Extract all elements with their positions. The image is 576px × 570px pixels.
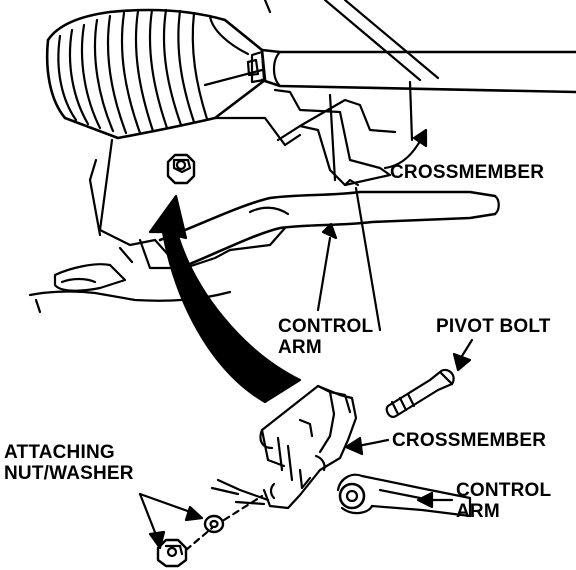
body-structure <box>263 0 440 332</box>
leader-control-arm-bottom <box>416 491 454 509</box>
label-pivot-bolt: PIVOT BOLT <box>436 316 551 337</box>
leader-attaching-nut-washer <box>138 492 204 550</box>
control-arm-lower <box>336 473 472 518</box>
label-crossmember-bottom-text: CROSSMEMBER <box>392 430 547 451</box>
crossmember-upper <box>88 88 397 247</box>
label-attaching-nut-washer: ATTACHING NUT/WASHER <box>4 442 134 484</box>
attaching-washer <box>203 514 225 534</box>
label-crossmember-top: CROSSMEMBER <box>390 162 544 183</box>
label-attaching-line1: ATTACHING <box>4 442 115 463</box>
label-control-arm-bottom: CONTROL ARM <box>456 480 551 522</box>
label-control-arm-top: CONTROL ARM <box>278 316 373 358</box>
label-control-arm-top-line1: CONTROL <box>278 316 374 337</box>
attaching-nut-lower <box>156 538 188 568</box>
leader-crossmember-top <box>383 128 428 170</box>
label-control-arm-bottom-line2: ARM <box>456 501 500 522</box>
label-control-arm-bottom-line1: CONTROL <box>456 480 552 501</box>
tie-rod <box>246 48 576 94</box>
label-pivot-bolt-text: PIVOT BOLT <box>436 316 551 337</box>
label-attaching-line2: NUT/WASHER <box>4 463 134 484</box>
pivot-bolt <box>385 368 455 418</box>
label-crossmember-bottom: CROSSMEMBER <box>392 430 546 451</box>
leader-pivot-bolt <box>452 338 474 372</box>
label-control-arm-top-line2: ARM <box>278 337 322 358</box>
attaching-nut-upper <box>166 153 196 185</box>
crossmember-lower <box>210 384 358 510</box>
leader-crossmember-bottom <box>344 436 390 456</box>
alignment-centerline <box>184 494 264 552</box>
leader-control-arm-top <box>316 222 338 312</box>
label-crossmember-top-text: CROSSMEMBER <box>390 162 545 183</box>
assembly-arrow <box>148 194 302 404</box>
steering-boot <box>45 8 267 140</box>
